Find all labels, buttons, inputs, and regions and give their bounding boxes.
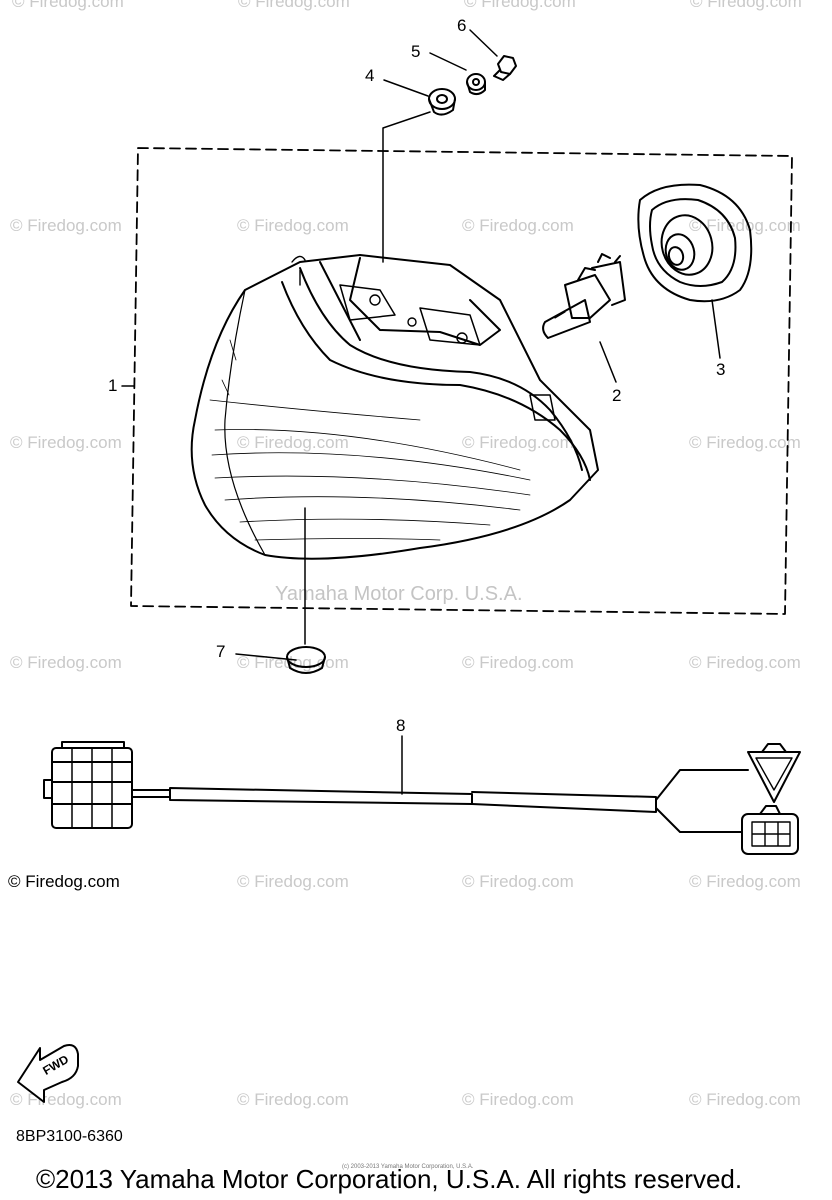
watermark: © Firedog.com (689, 1090, 801, 1109)
collar-part-5 (466, 73, 486, 96)
watermark: © Firedog.com (689, 216, 801, 235)
fwd-arrow-icon (17, 1044, 79, 1103)
watermark: © Firedog.com (237, 216, 349, 235)
leader-6 (469, 29, 498, 57)
grommet-part-4 (428, 88, 456, 116)
leader-4 (383, 79, 429, 97)
callout-5: 5 (411, 42, 421, 61)
copyright-text: ©2013 Yamaha Motor Corporation, U.S.A. A… (36, 1164, 743, 1194)
bulb-part-2 (542, 253, 626, 339)
watermark: © Firedog.com (10, 653, 122, 672)
callout-2: 2 (612, 386, 622, 405)
callout-8: 8 (396, 716, 406, 735)
leader-2 (599, 341, 617, 383)
cap-part-7 (286, 646, 326, 674)
watermark: © Firedog.com (238, 0, 350, 11)
leader-mount (382, 111, 431, 263)
tiny-notice: (c) 2003-2013 Yamaha Motor Corporation, … (342, 1164, 474, 1170)
callout-7: 7 (216, 642, 226, 661)
wire-harness-part-8 (43, 741, 801, 855)
brand-watermark: Yamaha Motor Corp. U.S.A. (275, 583, 523, 605)
watermark: © Firedog.com (689, 653, 801, 672)
watermark: © Firedog.com (237, 653, 349, 672)
leader-7 (235, 653, 297, 661)
watermark: © Firedog.com (690, 0, 802, 11)
watermark: © Firedog.com (462, 653, 574, 672)
credit-text: © Firedog.com (8, 872, 120, 891)
callout-4: 4 (365, 66, 375, 85)
leader-5 (429, 52, 467, 71)
watermark: © Firedog.com (237, 433, 349, 452)
watermark: © Firedog.com (237, 1090, 349, 1109)
assembly-boundary (130, 147, 793, 615)
callout-3: 3 (716, 360, 726, 379)
watermark: © Firedog.com (689, 872, 801, 891)
watermark: © Firedog.com (10, 216, 122, 235)
dust-cover-part-3 (637, 183, 753, 303)
watermark: © Firedog.com (462, 216, 574, 235)
watermark: © Firedog.com (10, 433, 122, 452)
watermark: © Firedog.com (689, 433, 801, 452)
diagram-code: 8BP3100-6360 (16, 1128, 123, 1145)
watermark: © Firedog.com (462, 433, 574, 452)
screw-part-6 (493, 55, 517, 81)
watermark: © Firedog.com (464, 0, 576, 11)
callout-6: 6 (457, 16, 467, 35)
headlight-housing-part-1 (190, 254, 599, 560)
watermark: © Firedog.com (462, 1090, 574, 1109)
watermark: © Firedog.com (12, 0, 124, 11)
callout-1: 1 (108, 376, 118, 395)
watermark: © Firedog.com (237, 872, 349, 891)
leader-3 (711, 299, 721, 359)
watermark: © Firedog.com (462, 872, 574, 891)
